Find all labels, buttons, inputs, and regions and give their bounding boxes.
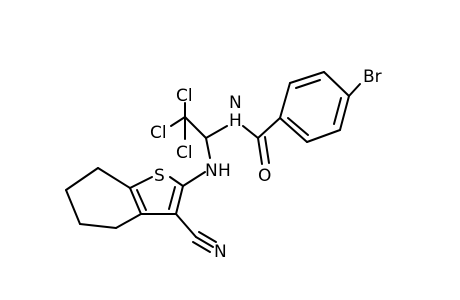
bond-cn-triple-3 <box>192 241 211 253</box>
bond-c-cl2 <box>170 116 186 127</box>
bond-carbonyl-n <box>242 125 259 139</box>
bond-ch-nh <box>205 137 211 159</box>
atom-n-amide: N <box>229 93 242 113</box>
bond-c6-c5 <box>65 189 81 225</box>
bond-c7a-c3a-2 <box>136 189 147 211</box>
bond-c7a-c3a <box>129 187 142 215</box>
bond-ring-2b <box>295 79 321 89</box>
atom-s: S <box>154 166 165 186</box>
bond-ch-ccl3 <box>184 116 207 139</box>
bond-ring-2 <box>289 71 325 84</box>
bond-ring-4 <box>279 117 308 143</box>
bond-c-br <box>348 83 361 97</box>
bond-cn-triple-1 <box>195 236 214 248</box>
atom-cl-1: Cl <box>176 86 193 106</box>
bond-c-o-1 <box>257 137 263 165</box>
bond-c7-c6 <box>65 167 99 191</box>
atom-cl-3: Cl <box>176 143 193 163</box>
bond-n-ch <box>205 125 228 139</box>
bond-c2-s <box>169 176 184 187</box>
bond-cn-triple-2 <box>198 231 217 243</box>
atom-n-nitrile: N <box>214 242 227 262</box>
bond-ring-3 <box>279 82 291 119</box>
bond-ring-5 <box>306 129 341 143</box>
bond-ring-6 <box>339 95 350 131</box>
bond-ring-4b <box>287 117 309 136</box>
bond-c7a-c7 <box>97 167 131 189</box>
bond-ring-6b <box>333 97 342 125</box>
bond-nh-c2 <box>182 171 206 187</box>
bond-c5-c4 <box>79 223 117 229</box>
atom-n-amine: N <box>205 161 218 181</box>
atom-br: Br <box>363 67 382 87</box>
bond-ring-1 <box>323 71 350 97</box>
bonds <box>65 71 361 253</box>
atom-h-amide: H <box>229 111 242 131</box>
atom-cl-2: Cl <box>150 123 167 143</box>
bond-c-o-2 <box>264 136 270 164</box>
atom-h-amine: H <box>218 161 231 181</box>
bond-c3-cn <box>175 213 197 238</box>
atom-o: O <box>258 166 271 186</box>
bond-c3-c2 <box>175 185 184 215</box>
bond-c3-c2-2 <box>168 186 176 210</box>
bond-c4-c3a <box>115 213 142 229</box>
bond-s-c7a <box>129 176 153 189</box>
atom-labels: Br N H O Cl Cl Cl N H S N <box>150 67 382 262</box>
bond-ring-carbonyl <box>257 117 281 139</box>
